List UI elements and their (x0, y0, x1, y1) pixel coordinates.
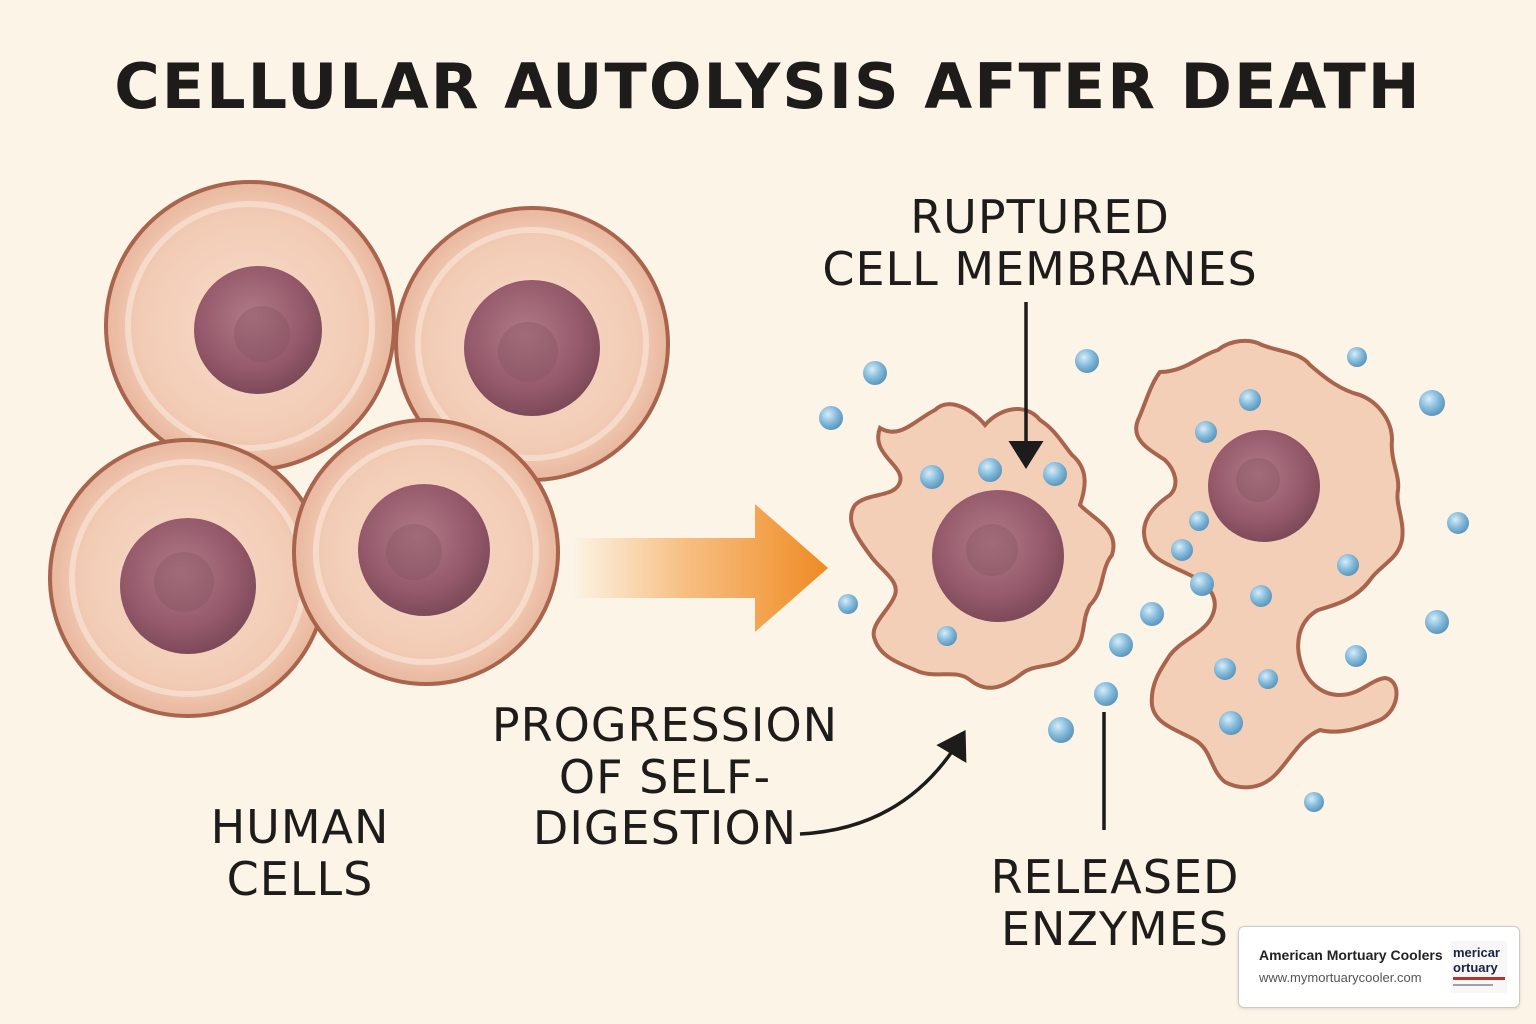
enzyme-dot (863, 361, 887, 385)
label-line: CELL MEMBRANES (822, 241, 1258, 296)
label-line: DIGESTION (532, 801, 798, 856)
watermark-badge[interactable]: American Mortuary Coolers www.mymortuary… (1238, 926, 1520, 1008)
nucleus (1208, 430, 1320, 542)
enzyme-dot (920, 465, 944, 489)
enzyme-dot (1048, 717, 1074, 743)
enzyme-dot (1171, 539, 1193, 561)
enzyme-dot (978, 458, 1002, 482)
nucleus (932, 490, 1064, 622)
ruptured-membranes-label: RUPTURED CELL MEMBRANES (800, 190, 1280, 296)
logo-stripe (1453, 984, 1493, 986)
ruptured-cell (1134, 338, 1405, 790)
progression-pointer-arrow (799, 729, 967, 836)
enzyme-dot (1043, 462, 1067, 486)
enzyme-dot (1337, 554, 1359, 576)
enzyme-dot (1347, 347, 1367, 367)
enzyme-dot (1140, 602, 1164, 626)
enzyme-dot (1189, 511, 1209, 531)
enzyme-dot (1304, 792, 1324, 812)
badge-url[interactable]: www.mymortuarycooler.com (1259, 970, 1422, 985)
intact-cell (394, 206, 670, 482)
company-logo-icon: mericar ortuary (1451, 941, 1507, 993)
enzyme-dot (1258, 669, 1278, 689)
enzyme-dot (1075, 349, 1099, 373)
enzyme-dot (1345, 645, 1367, 667)
progression-arrow (572, 504, 828, 632)
progression-label: PROGRESSION OF SELF- DIGESTION (460, 698, 870, 856)
ruptured-cell (849, 402, 1116, 690)
enzyme-dot (1419, 390, 1445, 416)
logo-text-line: ortuary (1453, 960, 1498, 975)
label-line: RELEASED (990, 850, 1240, 904)
human-cells-label: HUMAN CELLS (170, 800, 430, 906)
released-enzymes-label: RELEASED ENZYMES (960, 850, 1270, 956)
intact-cell (104, 180, 396, 472)
enzyme-dot (1214, 658, 1236, 680)
logo-stripe (1453, 977, 1505, 980)
enzyme-dot (1094, 682, 1118, 706)
label-line: ENZYMES (1000, 901, 1230, 956)
intact-cells-group (48, 180, 670, 718)
label-line: CELLS (226, 851, 374, 906)
diagram-title: CELLULAR AUTOLYSIS AFTER DEATH (114, 50, 1422, 123)
nucleus (120, 518, 256, 654)
logo-text-line: mericar (1453, 945, 1500, 960)
label-line: PROGRESSION (491, 698, 839, 752)
intact-cell (48, 438, 328, 718)
enzyme-dot (1239, 389, 1261, 411)
intact-cell (292, 418, 560, 686)
enzyme-dot (1447, 512, 1469, 534)
enzyme-dot (1190, 572, 1214, 596)
enzyme-dot (1109, 633, 1133, 657)
badge-company-name: American Mortuary Coolers (1259, 947, 1443, 963)
enzyme-dot (1195, 421, 1217, 443)
label-line: RUPTURED (910, 190, 1170, 244)
enzyme-dot (819, 406, 843, 430)
enzyme-dot (1250, 585, 1272, 607)
nucleus (464, 280, 600, 416)
enzyme-dot (937, 626, 957, 646)
label-line: HUMAN (210, 800, 390, 854)
enzyme-dot (1219, 711, 1243, 735)
nucleus (194, 266, 322, 394)
enzyme-dot (838, 594, 858, 614)
enzyme-dot (1425, 610, 1449, 634)
enzyme-dots (819, 347, 1469, 812)
label-line: OF SELF- (558, 749, 772, 804)
nucleus (358, 484, 490, 616)
